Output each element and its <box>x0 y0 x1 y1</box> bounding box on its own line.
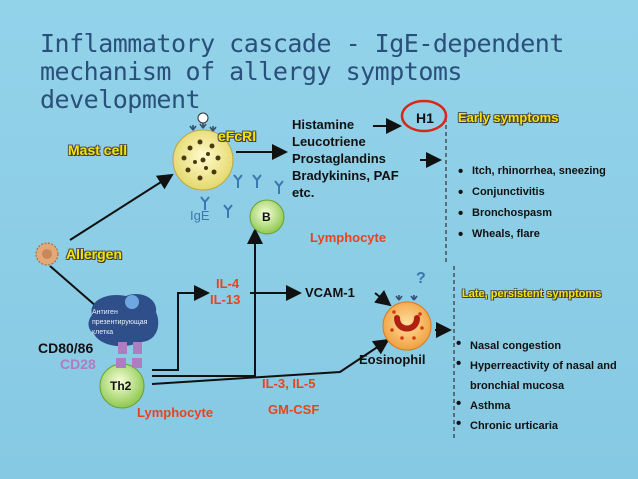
gm-csf-label: GM-CSF <box>268 402 320 417</box>
ige-label: IgE <box>190 208 210 223</box>
late-symptom-item: Chronic urticaria <box>456 414 634 436</box>
mediator-histamine: Histamine <box>292 117 355 132</box>
allergen-particle-icon <box>197 112 209 124</box>
question-mark: ? <box>416 270 426 287</box>
mast-cell <box>172 112 234 191</box>
apc-nucleus <box>125 295 139 309</box>
cd80-receptor <box>118 342 127 354</box>
allergen-icon <box>35 242 59 266</box>
late-symptom-item: Hyperreactivity of nasal and bronchial m… <box>456 354 634 396</box>
mediator-bradykinins: Bradykinins, PAF <box>292 168 399 183</box>
late-symptoms-heading: Late, persistent symptoms <box>462 288 602 300</box>
cd28-receptor <box>116 358 126 368</box>
antigen-presenting-cell <box>88 293 159 347</box>
b-cell <box>249 199 285 235</box>
allergen-label: Allergen <box>66 246 123 262</box>
early-symptoms-heading: Early symptoms <box>458 110 559 125</box>
tcr-receptor <box>132 358 142 368</box>
mediator-leucotriene: Leucotriene <box>292 134 366 149</box>
late-symptom-item: Nasal congestion <box>456 334 634 356</box>
b-cell-label: B <box>262 210 271 224</box>
arrow-allergen-mast <box>69 173 174 241</box>
h1-label: H1 <box>416 110 434 126</box>
early-symptom-item: Conjunctivitis <box>458 184 634 201</box>
early-symptoms-list: Itch, rhinorrhea, sneezing Conjunctiviti… <box>458 163 634 243</box>
eosinophil-label: Eosinophil <box>359 352 426 367</box>
il13-label: IL-13 <box>210 292 241 307</box>
slide-title: Inflammatory cascade - IgE-dependent mec… <box>40 29 564 114</box>
il4-label: IL-4 <box>216 276 240 291</box>
mast-cell-label: Mast cell <box>68 142 128 158</box>
arrow-th2-b <box>152 228 263 377</box>
early-symptom-item: Wheals, flare <box>458 226 634 243</box>
late-symptom-item: Asthma <box>456 394 634 416</box>
lymphocyte-bottom-label: Lymphocyte <box>137 405 214 420</box>
apc-label: Антиген презентирующая клетка <box>92 309 148 336</box>
h1-circle <box>400 99 448 133</box>
arrow-th2-eos <box>151 338 390 385</box>
vcam1-label: VCAM-1 <box>305 285 355 300</box>
early-symptom-item: Bronchospasm <box>458 205 634 222</box>
arrow-th2-il4 <box>152 285 210 371</box>
th2-label: Th2 <box>110 379 132 393</box>
mediators-list: Histamine Leucotriene Prostaglandins Bra… <box>292 116 399 201</box>
lymphocyte-top-label: Lymphocyte <box>310 230 387 245</box>
cd28-label: CD28 <box>60 356 96 372</box>
arrow-vcam-eos <box>374 290 392 307</box>
mediator-prostaglandins: Prostaglandins <box>292 151 386 166</box>
eosinophil-cell <box>382 295 432 351</box>
mediator-etc: etc. <box>292 185 315 200</box>
ige-antibody-icons <box>200 174 284 218</box>
early-symptom-item: Itch, rhinorrhea, sneezing <box>458 163 634 180</box>
il3-il5-label: IL-3, IL-5 <box>262 376 316 391</box>
cd80-86-label: CD80/86 <box>38 340 94 356</box>
efcri-label: eFcRI <box>218 128 257 144</box>
late-symptoms-list: Nasal congestion Hyperreactivity of nasa… <box>456 334 634 436</box>
mhc-receptor <box>133 342 142 354</box>
